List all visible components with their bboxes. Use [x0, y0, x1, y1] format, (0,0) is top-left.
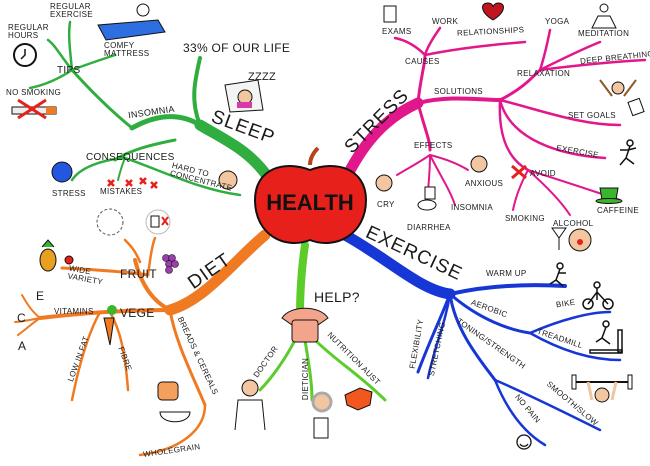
cigarette-icon [11, 98, 57, 120]
apple-icon [253, 146, 368, 245]
grapes-icon [162, 254, 179, 274]
relax-yoga: YOGA [545, 17, 570, 26]
toilet-icon [417, 186, 437, 211]
tip-regular-hours: REGULAR HOURS [8, 23, 49, 40]
sleeping-person-icon [224, 79, 264, 113]
solutions-label: SOLUTIONS [434, 87, 483, 96]
bicycle-icon [582, 281, 614, 310]
diet-branch-lines [14, 229, 271, 457]
effects-label: EFFECTS [414, 141, 453, 150]
exam-paper-icon [383, 5, 397, 23]
sun-apple-icon [96, 208, 124, 236]
person-arms-up-icon [599, 79, 645, 117]
doctor-icon [234, 379, 266, 431]
clock-icon [13, 43, 37, 67]
solution-set-goals: SET GOALS [568, 111, 616, 120]
carrot-icon [103, 305, 117, 346]
no-water-icon [145, 209, 171, 235]
consequence-mistakes: MISTAKES [100, 187, 143, 196]
crying-face-icon [375, 174, 393, 192]
meditation-icon [591, 3, 617, 29]
help-dietician: DIETICIAN [301, 357, 311, 401]
runner-icon [549, 262, 566, 287]
consequences-label: CONSEQUENCES [86, 152, 175, 163]
vitamin-a: A [18, 339, 27, 353]
sleep-branch-lines [28, 20, 276, 197]
effect-cry: CRY [377, 200, 395, 209]
tip-no-smoking: NO SMOKING [6, 88, 62, 97]
central-node: HEALTH [254, 160, 366, 246]
effect-anxious: ANXIOUS [465, 179, 504, 188]
central-node-label: HEALTH [266, 190, 354, 215]
fruit-label: FRUIT [120, 267, 157, 281]
weightlifter-icon [571, 374, 633, 403]
tips-label: TIPS [57, 65, 81, 76]
phone-icon [281, 307, 329, 343]
bread-bowl-icon [157, 381, 191, 423]
broken-heart-icon [482, 2, 504, 21]
vitamin-e: E [36, 289, 45, 303]
help-branch-label: HELP? [314, 289, 360, 305]
anxious-face-icon [470, 155, 488, 173]
causes-label: CAUSES [405, 57, 440, 66]
exercise-warm-up: WARM UP [486, 269, 527, 278]
avoid-cross-icon [511, 164, 527, 180]
vege-vitamins: VITAMINS [54, 307, 94, 316]
coffee-cup-icon [595, 187, 623, 204]
running-figure-icon [619, 139, 637, 166]
vitamin-c: C [17, 311, 26, 325]
avoid-caffeine: CAFFEINE [597, 206, 639, 215]
avoid-smoking: SMOKING [505, 214, 545, 223]
cause-work: WORK [432, 17, 459, 26]
mattress-icon [97, 3, 166, 41]
mistakes-cross-icons [107, 177, 158, 189]
tip-comfy-mattress: COMFY MATTRESS [104, 41, 150, 58]
fruit-icon [39, 239, 74, 272]
exercise-branch-lines [339, 229, 622, 447]
relax-meditation: MEDITATION [578, 29, 630, 38]
avoid-label: AVOID [530, 169, 556, 178]
drunk-face-icon [551, 227, 592, 252]
cause-exams: EXAMS [382, 27, 412, 36]
consequence-stress: STRESS [52, 189, 86, 198]
sleep-note: 33% OF OUR LIFE [183, 41, 291, 55]
headache-face-icon [218, 170, 238, 190]
help-branch-lines [258, 241, 387, 402]
australia-map-icon [344, 387, 373, 411]
smiley-icon [516, 434, 532, 450]
effect-diarrhea: DIARRHEA [407, 223, 451, 232]
stress-branch-lines [339, 26, 647, 216]
stressed-face-icon [51, 161, 73, 183]
treadmill-icon [589, 320, 623, 354]
zzz-label: ZZZZ [248, 71, 277, 83]
dietician-icon [311, 391, 333, 439]
vege-label: VEGE [120, 306, 155, 320]
tip-regular-exercise: REGULAR EXERCISE [50, 2, 93, 19]
avoid-alcohol: ALCOHOL [553, 219, 594, 228]
relaxation-label: RELAXATION [517, 69, 571, 78]
effect-insomnia: INSOMNIA [451, 203, 493, 212]
